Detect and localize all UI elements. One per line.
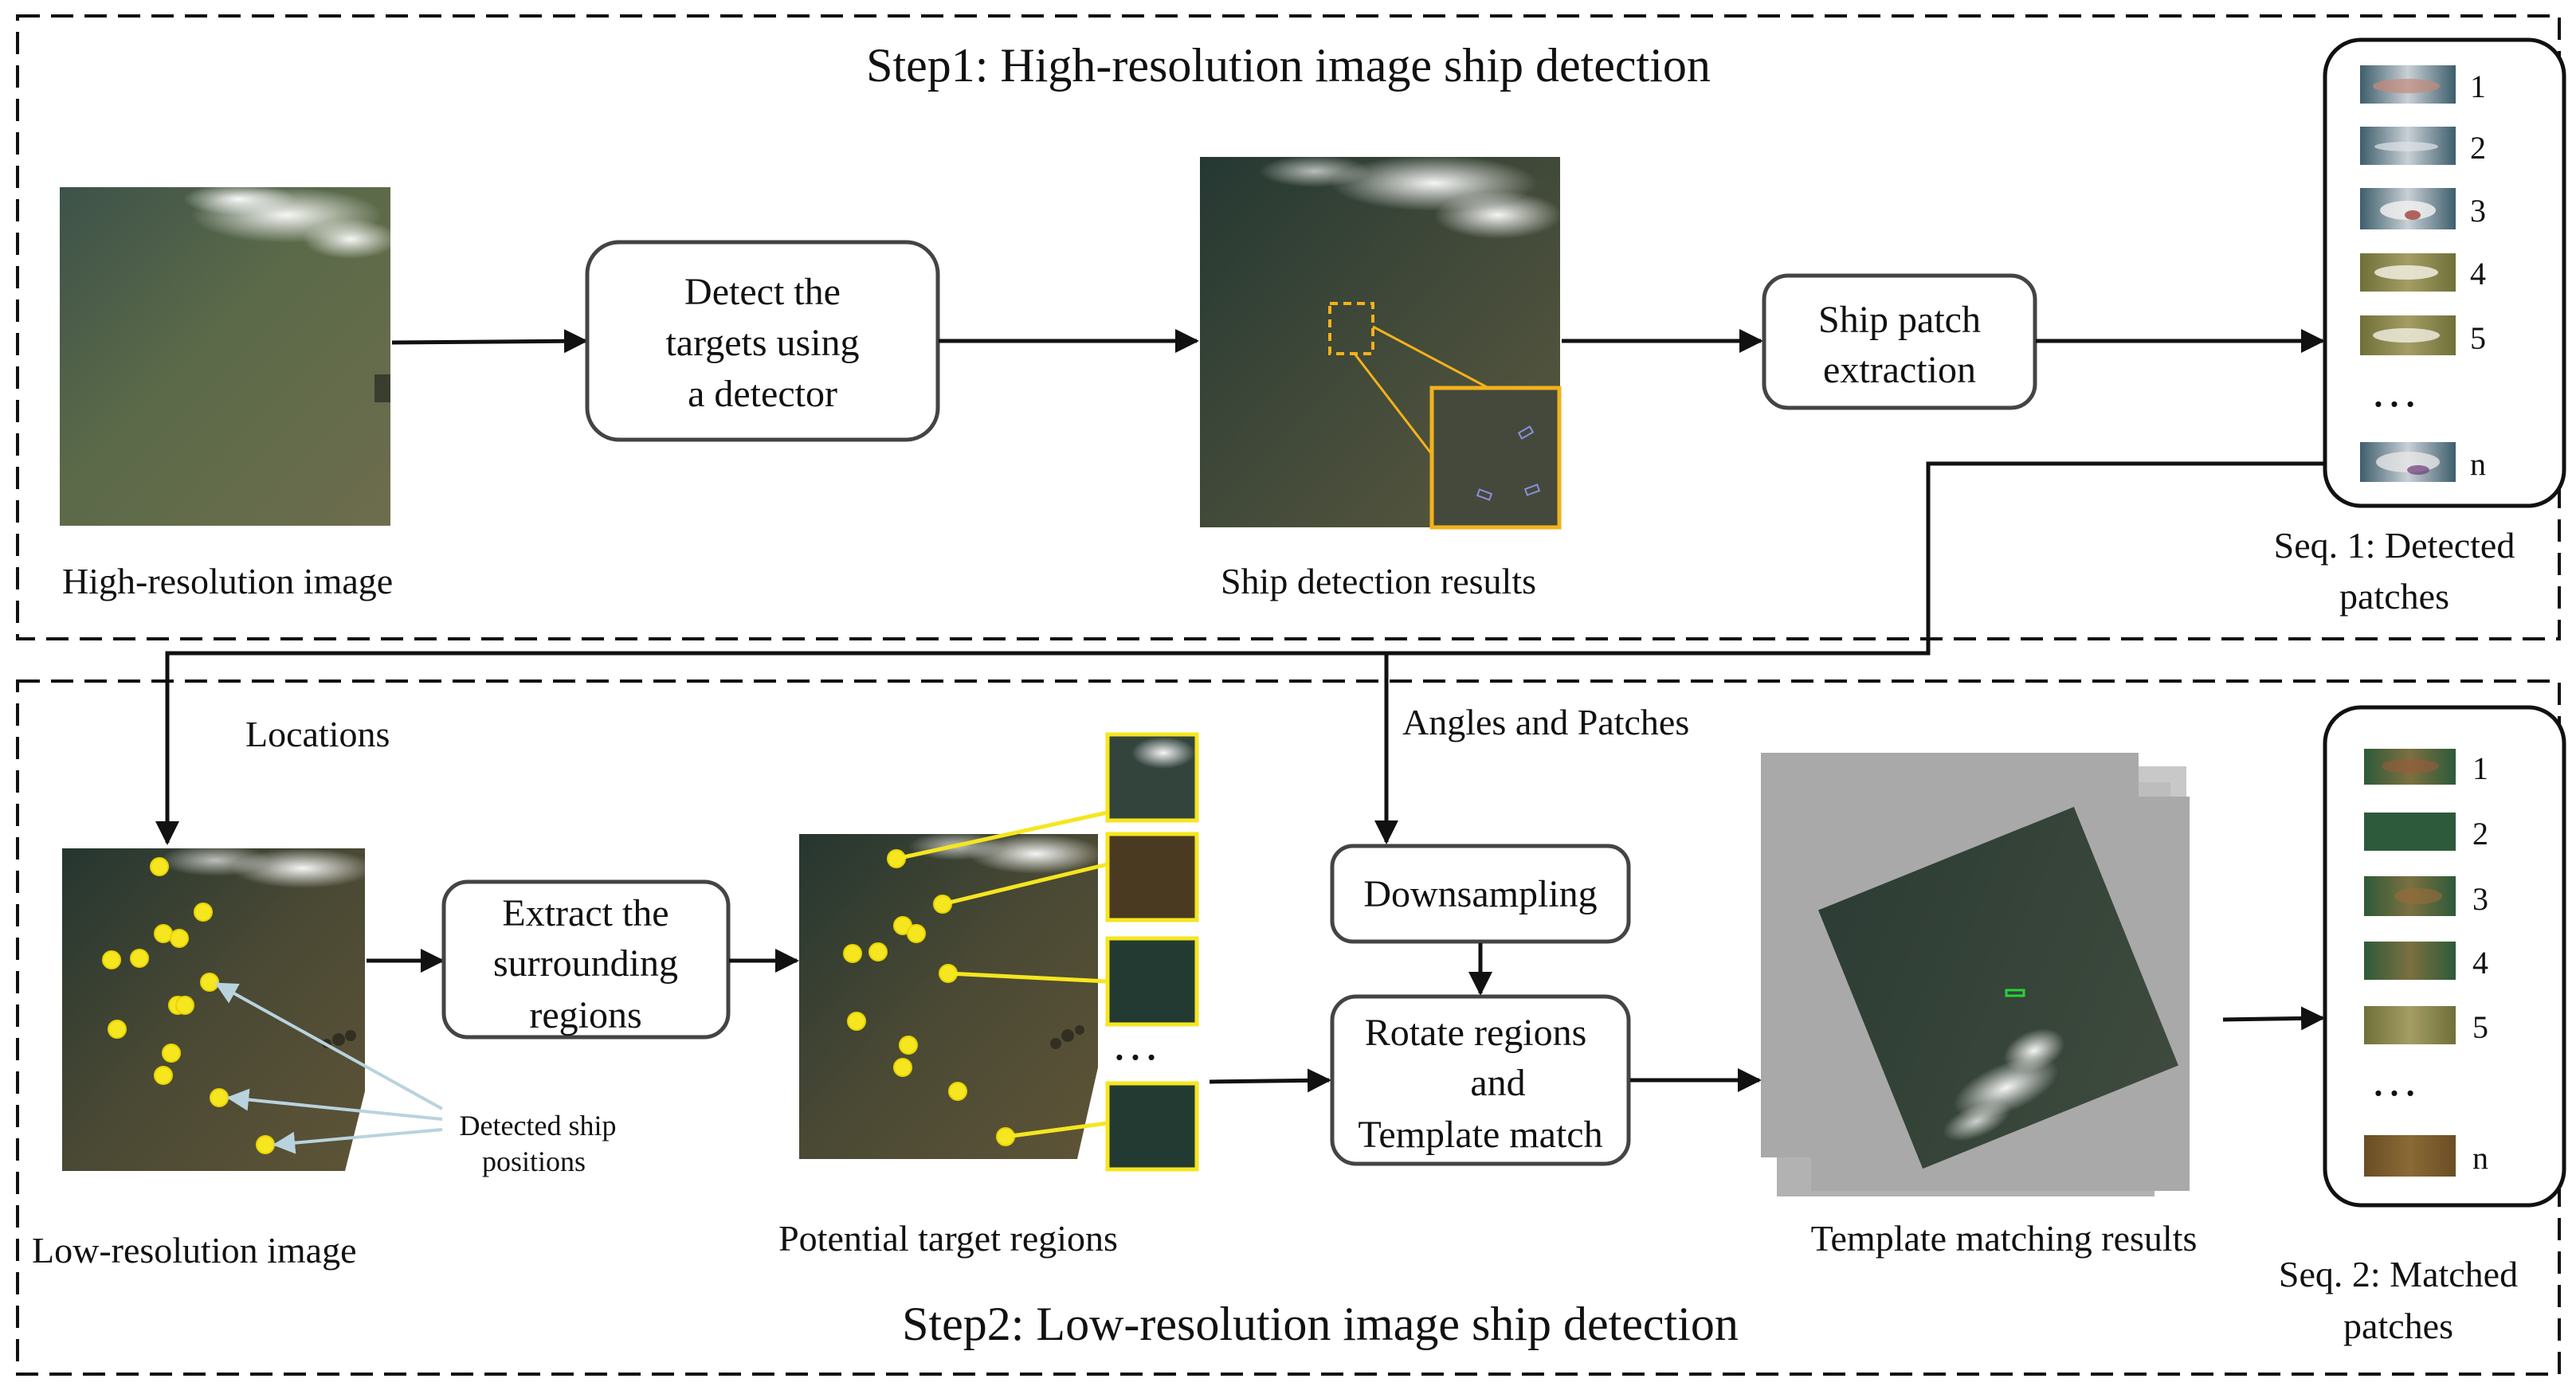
seq1-ellipsis: … [2370, 364, 2418, 417]
surround-box: Extract the surrounding regions [441, 879, 731, 1040]
rotate-match-box: Rotate regions and Template match [1330, 994, 1631, 1166]
seq1-patch-1-number: 1 [2470, 69, 2486, 104]
detection-zoom-inset [1429, 386, 1562, 530]
surround-box-line-2: surrounding [493, 942, 678, 985]
seq2-patch-4-number: 4 [2472, 945, 2488, 981]
seq2-ellipsis: … [2370, 1053, 2418, 1106]
template-label: Template matching results [1811, 1218, 2198, 1259]
potential-crop-1 [1105, 732, 1199, 823]
step2-title: Step2: Low-resolution image ship detecti… [902, 1298, 1739, 1350]
step1-title: Step1: High-resolution image ship detect… [866, 39, 1711, 92]
seq1-patch-1: 1 [2360, 65, 2486, 104]
seq1-patch-4-number: 4 [2470, 256, 2486, 292]
seq2-patch-5-number: 5 [2472, 1009, 2488, 1045]
seq1-patch-n: n [2360, 442, 2486, 482]
downsampling-box: Downsampling [1330, 844, 1631, 944]
detector-box-line-1: Detect the [684, 271, 841, 313]
potential-crop-n [1105, 1081, 1199, 1172]
step-connector [155, 461, 2325, 845]
locations-arrow [155, 651, 1386, 845]
seq2-patch-3-number: 3 [2472, 881, 2488, 917]
seq2-patches-box: 1 2 3 4 5 … n [2323, 705, 2566, 1208]
detection-label: Ship detection results [1221, 561, 1536, 601]
seq2-patch-5: 5 [2364, 1006, 2488, 1045]
downsampling-label: Downsampling [1363, 873, 1597, 915]
potential-crop-2 [1105, 832, 1199, 922]
potential-connector-2 [942, 862, 1108, 907]
potential-ellipsis: … [1112, 1017, 1159, 1070]
potential-crop-3 [1105, 936, 1199, 1027]
template-matching-stack [1761, 753, 2190, 1196]
seq1-patch-3: 3 [2360, 188, 2486, 229]
seq1-patch-4: 4 [2360, 253, 2486, 292]
connector-line [1386, 461, 2325, 656]
high-res-image [60, 183, 398, 526]
surround-box-line-3: regions [529, 994, 641, 1036]
arrow-potential-to-rotate [1209, 1068, 1331, 1093]
seq2-patch-4: 4 [2364, 942, 2488, 981]
step1-panel: Step1: High-resolution image ship detect… [16, 14, 2566, 640]
seq1-patch-2-number: 2 [2470, 130, 2486, 166]
seq1-patch-5: 5 [2360, 315, 2486, 356]
detected-positions-line-2: positions [482, 1145, 586, 1177]
seq2-label-line-2: patches [2343, 1306, 2453, 1346]
locations-label: Locations [245, 714, 390, 754]
potential-regions-image [799, 832, 1104, 1159]
seq2-patch-n-number: n [2472, 1140, 2488, 1176]
detected-positions-line-1: Detected ship [460, 1110, 617, 1142]
ship-detection-image [1200, 155, 1562, 530]
angles-patches-label: Angles and Patches [1402, 702, 1689, 742]
step2-panel: Step2: Low-resolution image ship detecti… [16, 679, 2566, 1376]
seq2-patch-1-number: 1 [2472, 750, 2488, 786]
pointer-line-3 [272, 1128, 443, 1154]
patch-extraction-box: Ship patch extraction [1762, 273, 2037, 410]
potential-connector-1 [896, 810, 1108, 861]
seq2-patch-2-number: 2 [2472, 816, 2488, 852]
template-match-marker [2005, 989, 2025, 997]
detection-small-box [1328, 302, 1374, 355]
low-res-image [62, 844, 374, 1171]
rotate-box-line-1: Rotate regions [1365, 1012, 1587, 1054]
template-rotated-image [1818, 806, 2178, 1169]
surround-box-line-1: Extract the [502, 892, 669, 934]
seq1-patch-n-number: n [2470, 446, 2486, 482]
potential-connector-4 [1005, 1121, 1108, 1139]
seq1-patch-5-number: 5 [2470, 320, 2486, 356]
pointer-line-2 [226, 1088, 443, 1121]
high-res-label: High-resolution image [62, 561, 393, 601]
arrow-hires-to-detector [391, 329, 588, 354]
seq1-patch-2: 2 [2360, 127, 2486, 166]
seq2-patch-1: 1 [2364, 749, 2488, 786]
pointer-line-1 [214, 982, 443, 1110]
low-res-label: Low-resolution image [32, 1230, 357, 1271]
patch-extraction-line-1: Ship patch [1818, 299, 1981, 341]
seq1-patch-3-number: 3 [2470, 193, 2486, 229]
seq2-patch-3: 3 [2364, 876, 2488, 917]
seq1-label-line-2: patches [2339, 576, 2449, 617]
seq1-patches-box: 1 2 3 4 5 … [2323, 37, 2566, 508]
arrow-template-to-seq2 [2222, 1006, 2325, 1031]
seq2-patch-n: n [2364, 1135, 2488, 1177]
potential-label: Potential target regions [778, 1218, 1118, 1259]
detector-box: Detect the targets using a detector [585, 240, 940, 442]
seq2-label-line-1: Seq. 2: Matched [2279, 1254, 2518, 1294]
seq1-label-line-1: Seq. 1: Detected [2274, 525, 2515, 566]
patch-extraction-line-2: extraction [1823, 349, 1976, 391]
detector-box-line-2: targets using [665, 322, 859, 364]
potential-connector-3 [947, 971, 1108, 984]
rotate-box-line-2: and [1470, 1062, 1525, 1104]
detector-box-line-3: a detector [688, 373, 837, 415]
seq2-patch-2: 2 [2364, 813, 2488, 852]
rotate-box-line-3: Template match [1358, 1114, 1602, 1156]
